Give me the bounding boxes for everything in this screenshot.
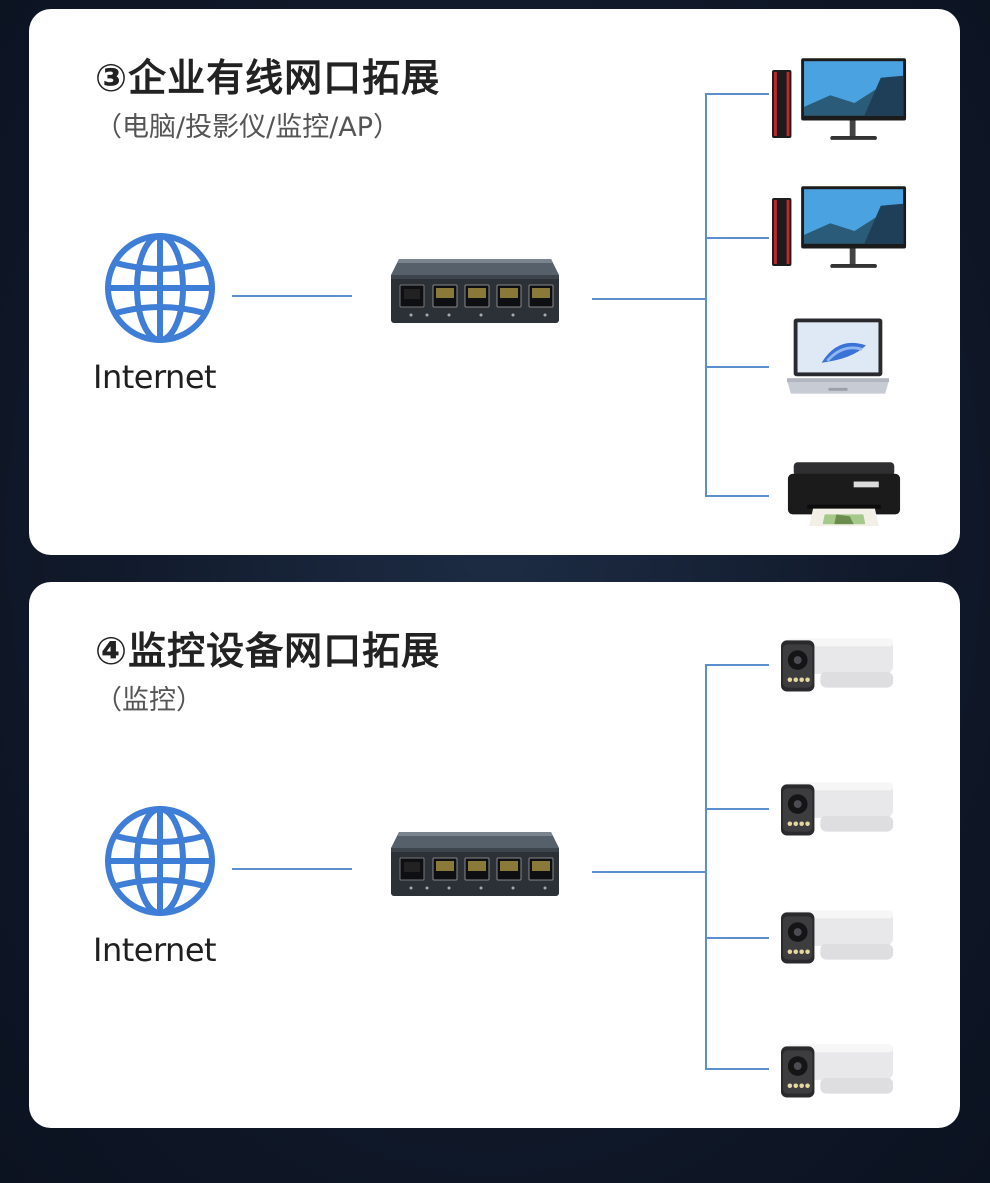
section-subtitle: （监控）	[95, 685, 203, 716]
connector-line	[592, 871, 707, 873]
internet-label: Internet	[93, 931, 217, 969]
bullet-camera-icon	[781, 1038, 899, 1100]
connector-branch	[705, 495, 769, 497]
printer-icon	[786, 458, 902, 536]
section-subtitle: （电脑/投影仪/监控/AP）	[95, 112, 401, 143]
connector-branch	[705, 237, 769, 239]
desktop-pc-icon	[772, 186, 908, 274]
connector-branch	[705, 808, 769, 810]
connector-branch	[705, 937, 769, 939]
connector-trunk	[705, 664, 707, 1070]
connector-line	[232, 295, 352, 297]
connector-branch	[705, 366, 769, 368]
connector-line	[592, 298, 707, 300]
section-title: ③企业有线网口拓展	[95, 56, 441, 100]
desktop-pc-icon	[772, 58, 908, 146]
connector-branch	[705, 93, 769, 95]
internet-globe-icon	[103, 804, 217, 918]
bullet-camera-icon	[781, 904, 899, 966]
connector-line	[232, 868, 352, 870]
internet-globe-icon	[103, 231, 217, 345]
network-switch-icon	[387, 249, 563, 329]
laptop-icon	[785, 316, 891, 398]
section-card-wired-expansion: ③企业有线网口拓展 （电脑/投影仪/监控/AP） Internet	[29, 9, 960, 555]
connector-branch	[705, 1068, 769, 1070]
connector-branch	[705, 664, 769, 666]
bullet-camera-icon	[781, 632, 899, 694]
section-card-surveillance-expansion: ④监控设备网口拓展 （监控） Internet	[29, 582, 960, 1128]
internet-label: Internet	[93, 358, 217, 396]
bullet-camera-icon	[781, 776, 899, 838]
connector-trunk	[705, 93, 707, 497]
network-switch-icon	[387, 822, 563, 902]
section-title: ④监控设备网口拓展	[95, 629, 441, 673]
